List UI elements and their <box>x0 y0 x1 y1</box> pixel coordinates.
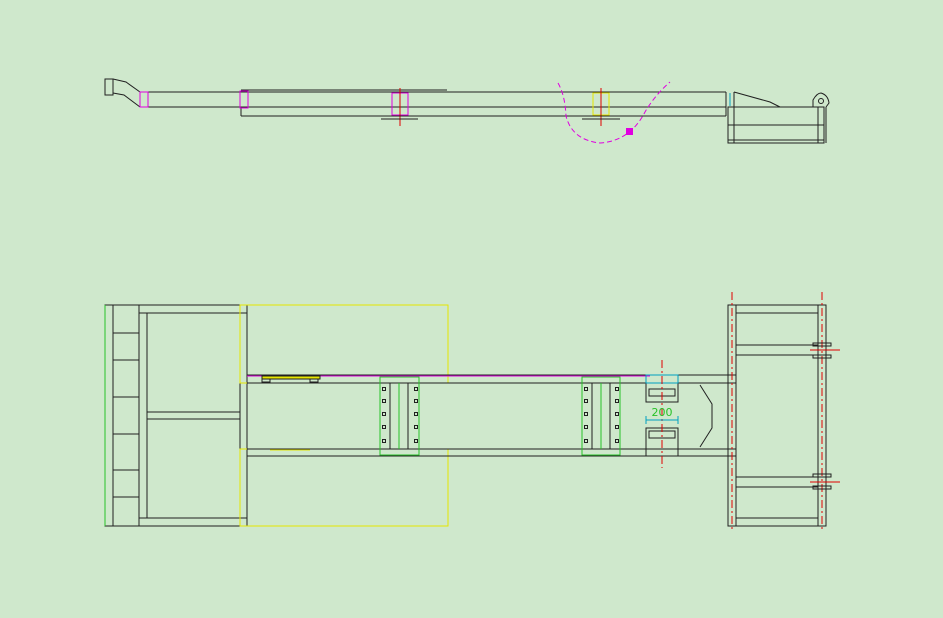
bolt-hole <box>615 412 619 416</box>
bolt-hole <box>414 399 418 403</box>
bolt-hole <box>382 387 386 391</box>
bolt-plate-2 <box>581 376 621 456</box>
bolt-hole <box>584 425 588 429</box>
bolt-hole <box>584 439 588 443</box>
bolt-hole <box>615 425 619 429</box>
bolt-hole <box>584 399 588 403</box>
bolt-hole <box>414 425 418 429</box>
bolt-hole <box>414 439 418 443</box>
bolt-plate-1 <box>379 376 420 456</box>
bolt-hole <box>414 387 418 391</box>
bolt-hole <box>414 412 418 416</box>
bolt-hole <box>382 412 386 416</box>
magenta-marker <box>626 128 633 135</box>
bolt-holes <box>382 387 619 443</box>
bolt-hole <box>615 439 619 443</box>
bolt-hole <box>615 399 619 403</box>
bolt-hole <box>382 425 386 429</box>
plan-view[interactable]: 200 <box>104 292 840 530</box>
bolt-hole <box>382 439 386 443</box>
rear-frame <box>727 292 840 530</box>
dimension-200: 200 <box>645 406 679 424</box>
yellow-latch-plate <box>261 375 321 383</box>
front-hook-bracket <box>104 78 141 108</box>
side-elevation-view[interactable] <box>104 78 830 144</box>
rear-end-assembly <box>727 91 830 144</box>
magenta-stiffener-2 <box>239 90 249 109</box>
mount-bracket-1 <box>381 88 418 126</box>
bolt-hole <box>382 399 386 403</box>
bolt-hole <box>584 412 588 416</box>
swing-arc-dashed <box>557 81 671 144</box>
tapered-end <box>699 384 713 448</box>
magenta-stiffener-1 <box>139 91 149 108</box>
mount-bracket-2 <box>582 88 620 126</box>
bolt-hole <box>615 387 619 391</box>
main-beam-side <box>140 89 727 117</box>
bolt-hole <box>584 387 588 391</box>
dimension-label: 200 <box>652 406 673 419</box>
